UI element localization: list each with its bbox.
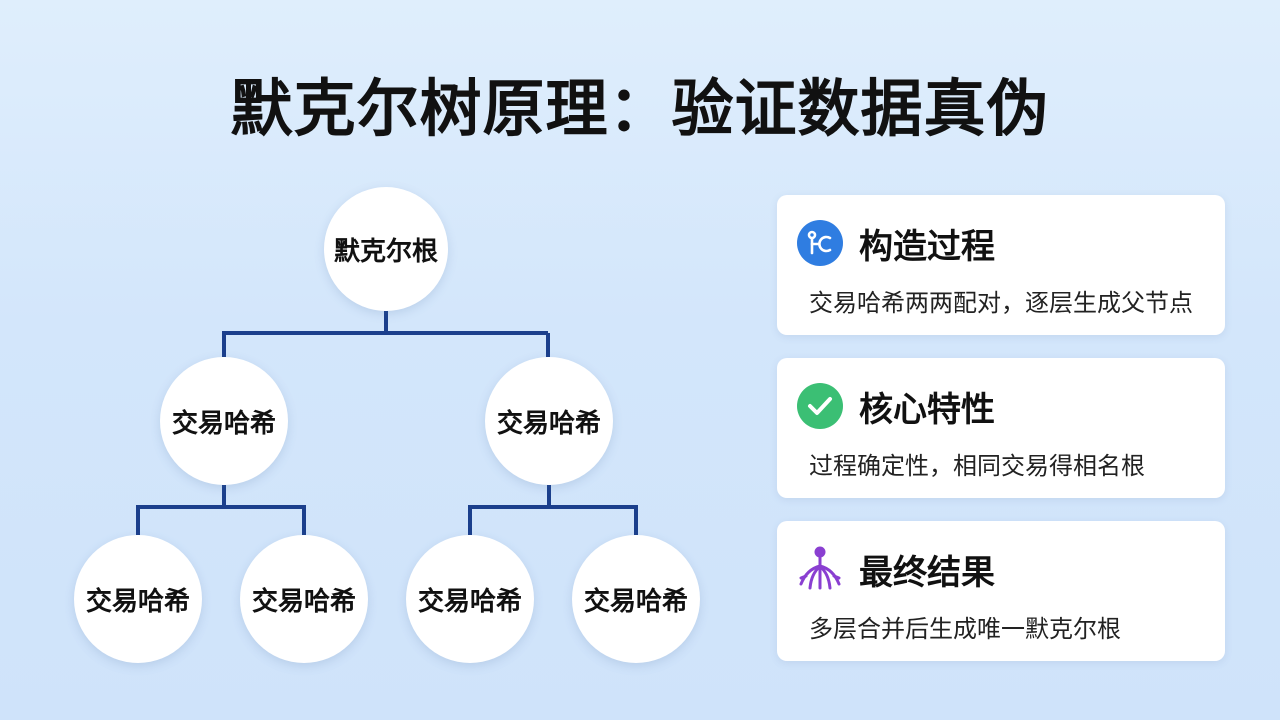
card-title: 核心特性 xyxy=(859,390,995,430)
tree-node-leaf: 交易哈希 xyxy=(572,535,700,663)
page-title: 默克尔树原理：验证数据真伪 xyxy=(230,72,1050,145)
info-card-construction: 构造过程 交易哈希两两配对，逐层生成父节点 xyxy=(777,195,1225,335)
card-title: 构造过程 xyxy=(859,227,995,267)
card-description: 交易哈希两两配对，逐层生成父节点 xyxy=(809,289,1193,317)
branch-icon xyxy=(797,220,843,266)
card-title: 最终结果 xyxy=(859,553,995,593)
tree-node-leaf: 交易哈希 xyxy=(406,535,534,663)
tree-node-level1: 交易哈希 xyxy=(160,357,288,485)
connector-right xyxy=(468,485,638,535)
tree-node-root: 默克尔根 xyxy=(324,187,448,311)
info-card-core-feature: 核心特性 过程确定性，相同交易得相名根 xyxy=(777,358,1225,498)
connector-root xyxy=(222,311,550,357)
tree-node-leaf: 交易哈希 xyxy=(240,535,368,663)
card-description: 过程确定性，相同交易得相名根 xyxy=(809,452,1145,480)
tree-roots-icon xyxy=(799,546,841,590)
info-card-final-result: 最终结果 多层合并后生成唯一默克尔根 xyxy=(777,521,1225,661)
check-circle-icon xyxy=(797,383,843,429)
tree-node-leaf: 交易哈希 xyxy=(74,535,202,663)
tree-node-level1: 交易哈希 xyxy=(485,357,613,485)
card-description: 多层合并后生成唯一默克尔根 xyxy=(809,615,1121,643)
connector-left xyxy=(136,485,306,535)
